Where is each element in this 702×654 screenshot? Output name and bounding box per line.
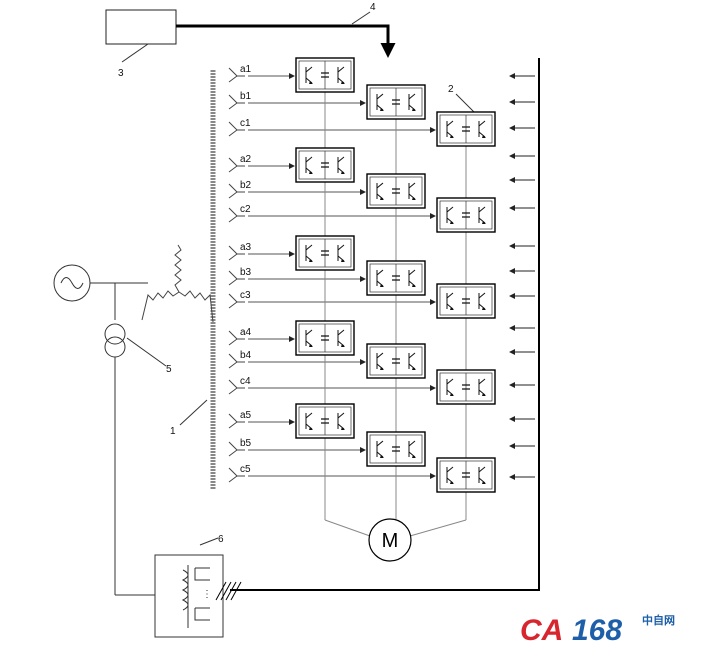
phase-label: a1 bbox=[240, 64, 252, 75]
motor: M bbox=[368, 518, 412, 562]
secondary-row: b5 bbox=[228, 438, 366, 457]
control-signal-line bbox=[176, 24, 396, 58]
controller-box bbox=[105, 9, 177, 45]
right-bus-line bbox=[230, 58, 540, 591]
bus-input-arrows bbox=[509, 73, 535, 480]
power-cell bbox=[295, 147, 355, 183]
secondary-row: a3 bbox=[228, 242, 295, 261]
grid-source bbox=[53, 264, 148, 320]
phase-label: c3 bbox=[240, 290, 251, 301]
phase-label: a4 bbox=[240, 327, 252, 338]
secondary-row: a5 bbox=[228, 410, 295, 429]
phase-label: c5 bbox=[240, 464, 251, 475]
watermark-168: 168 bbox=[572, 614, 622, 647]
winding-symbol bbox=[228, 330, 245, 346]
winding-symbol bbox=[228, 467, 245, 483]
power-cell bbox=[366, 431, 426, 467]
secondary-row: a1 bbox=[228, 64, 295, 83]
secondary-row: b4 bbox=[228, 350, 366, 369]
secondary-rows: a1 b1 c1 a2 b2 c2 a3 b3 c3 a4 b4 c4 a5 b5 c5 bbox=[228, 64, 436, 483]
power-cell bbox=[436, 197, 496, 233]
winding-symbol bbox=[228, 245, 245, 261]
watermark-cn: 中自网 bbox=[642, 613, 675, 627]
power-cell bbox=[295, 57, 355, 93]
power-cell bbox=[366, 173, 426, 209]
winding-symbol bbox=[228, 379, 245, 395]
watermark-ca: CA bbox=[520, 614, 563, 647]
power-cell bbox=[295, 403, 355, 439]
secondary-row: a4 bbox=[228, 327, 295, 346]
winding-symbol bbox=[228, 157, 245, 173]
phase-label: c4 bbox=[240, 376, 251, 387]
control-unit bbox=[154, 537, 224, 638]
secondary-row: c1 bbox=[228, 118, 436, 137]
winding-symbol bbox=[228, 67, 245, 83]
phase-label: c1 bbox=[240, 118, 251, 129]
winding-symbol bbox=[228, 207, 245, 223]
power-cell bbox=[295, 320, 355, 356]
secondary-row: c4 bbox=[228, 376, 436, 395]
winding-symbol bbox=[228, 270, 245, 286]
secondary-row: c2 bbox=[228, 204, 436, 223]
secondary-row: c5 bbox=[228, 464, 436, 483]
callout-leaders bbox=[121, 11, 475, 426]
secondary-row: b3 bbox=[228, 267, 366, 286]
phase-label: b2 bbox=[240, 180, 252, 191]
callout-5: 5 bbox=[166, 364, 172, 375]
power-cell bbox=[295, 235, 355, 271]
callout-6: 6 bbox=[218, 534, 224, 545]
power-cell bbox=[366, 84, 426, 120]
phase-label: c2 bbox=[240, 204, 251, 215]
power-cell bbox=[436, 457, 496, 493]
phase-label: a5 bbox=[240, 410, 252, 421]
watermark-logo: CA 168 中自网 bbox=[520, 613, 675, 647]
winding-symbol bbox=[228, 441, 245, 457]
phase-label: b5 bbox=[240, 438, 252, 449]
phase-label: a3 bbox=[240, 242, 252, 253]
callout-1: 1 bbox=[170, 426, 176, 437]
motor-label: M bbox=[382, 530, 399, 552]
power-cell bbox=[436, 111, 496, 147]
callout-3: 3 bbox=[118, 68, 124, 79]
svg-text:⋮: ⋮ bbox=[202, 589, 212, 600]
power-cell bbox=[436, 369, 496, 405]
current-transformer bbox=[104, 323, 167, 596]
winding-symbol bbox=[228, 293, 245, 309]
secondary-row: c3 bbox=[228, 290, 436, 309]
power-cells bbox=[295, 57, 496, 493]
callout-2: 2 bbox=[448, 84, 454, 95]
secondary-row: b2 bbox=[228, 180, 366, 199]
primary-star-winding bbox=[141, 244, 214, 323]
phase-label: a2 bbox=[240, 154, 252, 165]
power-cell bbox=[436, 283, 496, 319]
phase-label: b1 bbox=[240, 91, 252, 102]
secondary-row: a2 bbox=[228, 154, 295, 173]
winding-symbol bbox=[228, 121, 245, 137]
bus-break-marks bbox=[215, 581, 242, 601]
phase-label: b4 bbox=[240, 350, 252, 361]
winding-symbol bbox=[228, 353, 245, 369]
secondary-row: b1 bbox=[228, 91, 366, 110]
power-cell bbox=[366, 343, 426, 379]
phase-label: b3 bbox=[240, 267, 252, 278]
callout-4: 4 bbox=[370, 2, 376, 13]
power-cell bbox=[366, 260, 426, 296]
winding-symbol bbox=[228, 183, 245, 199]
winding-symbol bbox=[228, 94, 245, 110]
winding-symbol bbox=[228, 413, 245, 429]
